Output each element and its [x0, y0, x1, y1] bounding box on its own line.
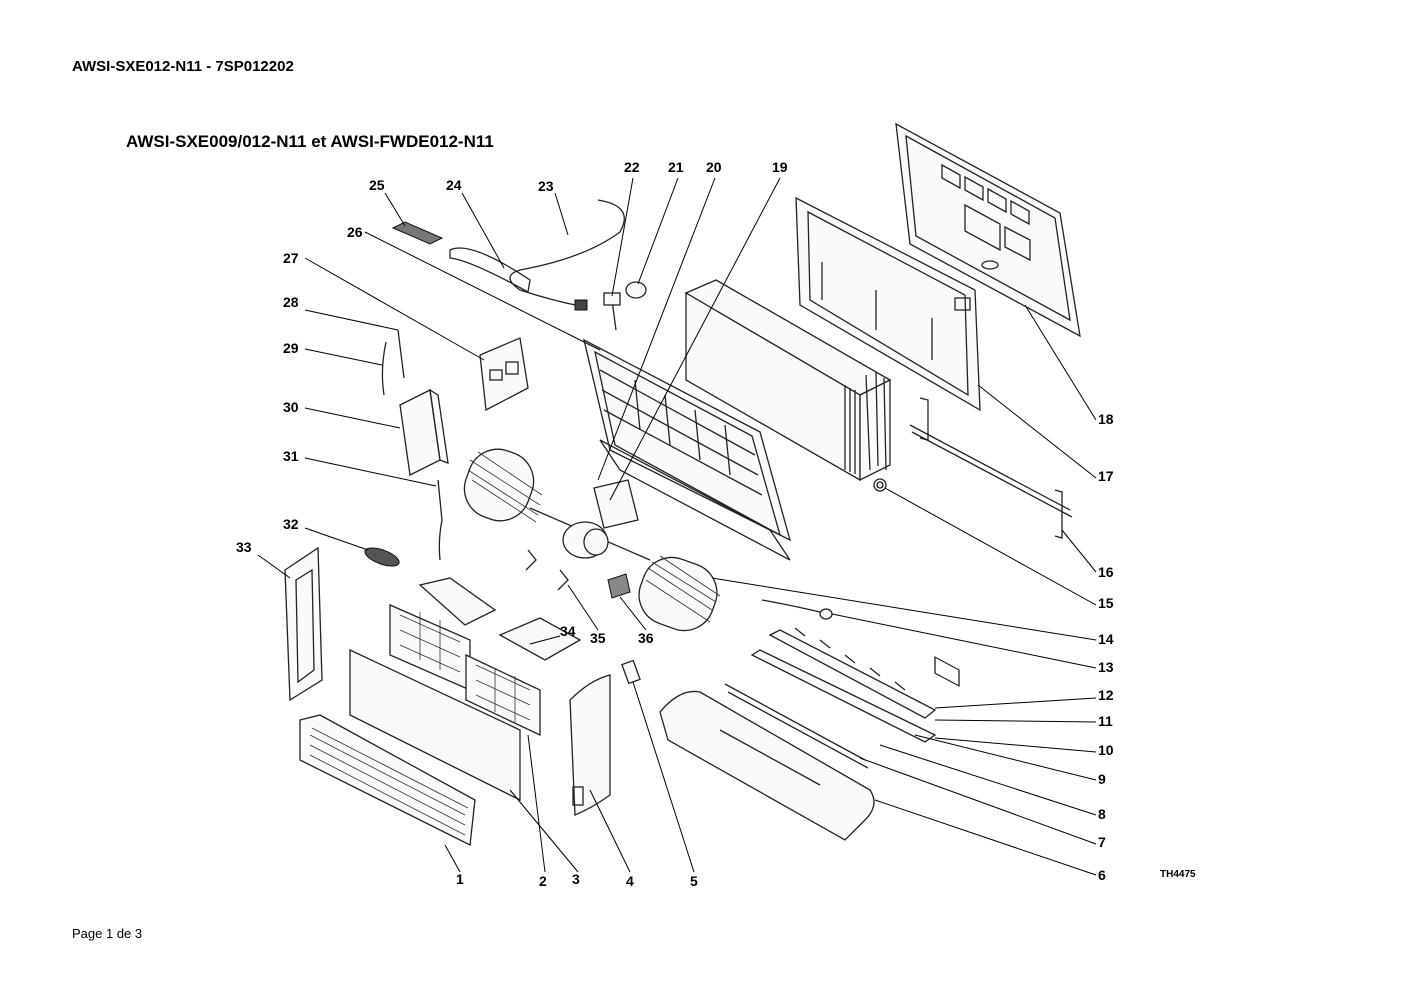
- parts-artwork: [284, 122, 1081, 846]
- callout-30: 30: [283, 399, 299, 415]
- part-20-motor-bracket: [593, 479, 639, 529]
- part-26-chassis: [583, 338, 792, 561]
- part-35-clip: [525, 549, 569, 591]
- part-4-right-side-panel: [569, 674, 611, 816]
- callout-1: 1: [456, 871, 464, 887]
- callout-28: 28: [283, 294, 299, 310]
- callout-27: 27: [283, 250, 299, 266]
- callout-13: 13: [1098, 659, 1114, 675]
- callout-36: 36: [638, 630, 654, 646]
- callout-16: 16: [1098, 564, 1114, 580]
- document-header: AWSI-SXE012-N11 - 7SP012202: [72, 58, 294, 75]
- part-fan-wheel-right: [638, 555, 721, 632]
- callout-18: 18: [1098, 411, 1114, 427]
- callout-31: 31: [283, 448, 299, 464]
- callout-34: 34: [560, 623, 576, 639]
- part-34-holder: [418, 577, 582, 661]
- part-36-capacitor: [607, 573, 631, 599]
- part-25-display-board: [391, 221, 444, 245]
- part-5-cartridge: [621, 659, 641, 685]
- part-9-louver-bar: [750, 649, 937, 743]
- callout-25: 25: [369, 177, 385, 193]
- callout-7: 7: [1098, 834, 1106, 850]
- part-29-wire: [381, 341, 387, 396]
- callout-3: 3: [572, 871, 580, 887]
- part-31-wire: [437, 479, 443, 561]
- callout-33: 33: [236, 539, 252, 555]
- part-12-louver-blades: [768, 629, 937, 719]
- part-13-wire: [761, 599, 821, 613]
- part-30-electric-box: [399, 388, 449, 476]
- part-28-wire: [397, 329, 405, 379]
- callout-26: 26: [347, 224, 363, 240]
- callout-8: 8: [1098, 806, 1106, 822]
- part-33-side-panel: [284, 546, 323, 702]
- part-19-heat-exchanger: [684, 279, 892, 492]
- leader-lines: [257, 177, 1097, 876]
- callout-9: 9: [1098, 771, 1106, 787]
- part-32-remote: [364, 547, 400, 567]
- callout-19: 19: [772, 159, 788, 175]
- part-3-front-panel: [349, 648, 521, 802]
- callout-15: 15: [1098, 595, 1114, 611]
- diagram-title: AWSI-SXE009/012-N11 et AWSI-FWDE012-N11: [126, 132, 494, 151]
- callout-21: 21: [668, 159, 684, 175]
- callout-32: 32: [283, 516, 299, 532]
- part-6-front-cover: [659, 690, 875, 841]
- part-21-clip: [625, 281, 647, 299]
- callout-11: 11: [1098, 713, 1113, 729]
- callout-20: 20: [706, 159, 722, 175]
- callout-24: 24: [446, 177, 462, 193]
- callout-17: 17: [1098, 468, 1114, 484]
- callout-29: 29: [283, 340, 299, 356]
- callout-35: 35: [590, 630, 606, 646]
- callout-12: 12: [1098, 687, 1114, 703]
- callout-5: 5: [690, 873, 698, 889]
- callout-22: 22: [624, 159, 640, 175]
- part-8-strip: [727, 691, 869, 769]
- callout-6: 6: [1098, 867, 1106, 883]
- callout-4: 4: [626, 873, 634, 889]
- part-22-sensor: [603, 292, 621, 331]
- callout-14: 14: [1098, 631, 1114, 647]
- drawing-reference: TH4475: [1160, 869, 1196, 880]
- part-27-control-board: [479, 337, 529, 412]
- part-23-cable: [509, 199, 625, 311]
- part-2-filters: [389, 604, 541, 737]
- part-18-mounting-plate: [895, 122, 1081, 687]
- page-footer: Page 1 de 3: [72, 926, 143, 941]
- callout-2: 2: [539, 873, 547, 889]
- part-7-rod: [724, 683, 866, 761]
- part-1-front-grille: [299, 714, 476, 846]
- callout-numbers: 1 2 3 4 5 6 7 8 9 10 11 12 13 14 15 16 1…: [236, 159, 1114, 889]
- part-17-rear-housing: [795, 196, 981, 412]
- part-fan-wheel-left: [463, 448, 543, 523]
- callout-10: 10: [1098, 742, 1114, 758]
- part-fan-motor: [562, 521, 609, 559]
- part-16-bracket-bar: [909, 397, 1073, 539]
- callout-23: 23: [538, 178, 554, 194]
